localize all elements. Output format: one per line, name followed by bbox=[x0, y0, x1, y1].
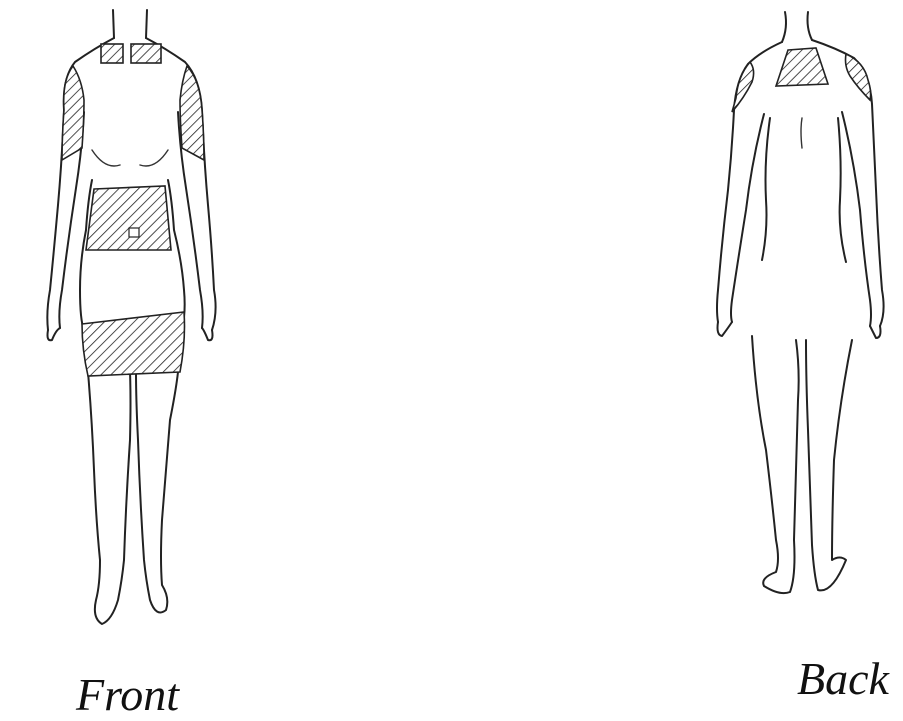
back-zone-upper-back bbox=[776, 48, 828, 86]
back-left-inner-arm bbox=[731, 114, 764, 322]
back-right-hand bbox=[870, 326, 881, 338]
front-left-hand bbox=[48, 328, 61, 340]
front-label: Front bbox=[76, 668, 179, 721]
front-left-leg bbox=[88, 372, 131, 624]
back-right-leg bbox=[806, 340, 852, 590]
front-chest-line bbox=[92, 150, 168, 166]
back-zone-left-shoulder bbox=[732, 62, 754, 112]
front-zone-thighs bbox=[82, 312, 185, 376]
front-right-hand bbox=[202, 328, 213, 340]
front-neck bbox=[113, 10, 147, 38]
front-zone-upper-chest-right bbox=[131, 44, 161, 63]
front-zone-right-upper-arm bbox=[180, 66, 204, 160]
back-torso-outline bbox=[762, 118, 846, 262]
back-spine-line bbox=[801, 118, 802, 148]
back-neck bbox=[782, 12, 812, 42]
back-figure bbox=[717, 12, 884, 593]
back-label: Back bbox=[797, 652, 889, 705]
back-left-leg bbox=[752, 336, 799, 593]
front-zone-abdomen bbox=[86, 186, 171, 250]
front-zone-upper-chest-left bbox=[101, 44, 123, 63]
back-left-hand bbox=[718, 322, 733, 336]
front-right-side-outline bbox=[146, 38, 216, 330]
back-zone-right-shoulder bbox=[846, 54, 871, 100]
front-right-leg bbox=[136, 372, 178, 612]
front-navel-mark bbox=[129, 228, 139, 237]
back-right-inner-arm bbox=[842, 112, 871, 326]
front-figure bbox=[47, 10, 215, 624]
